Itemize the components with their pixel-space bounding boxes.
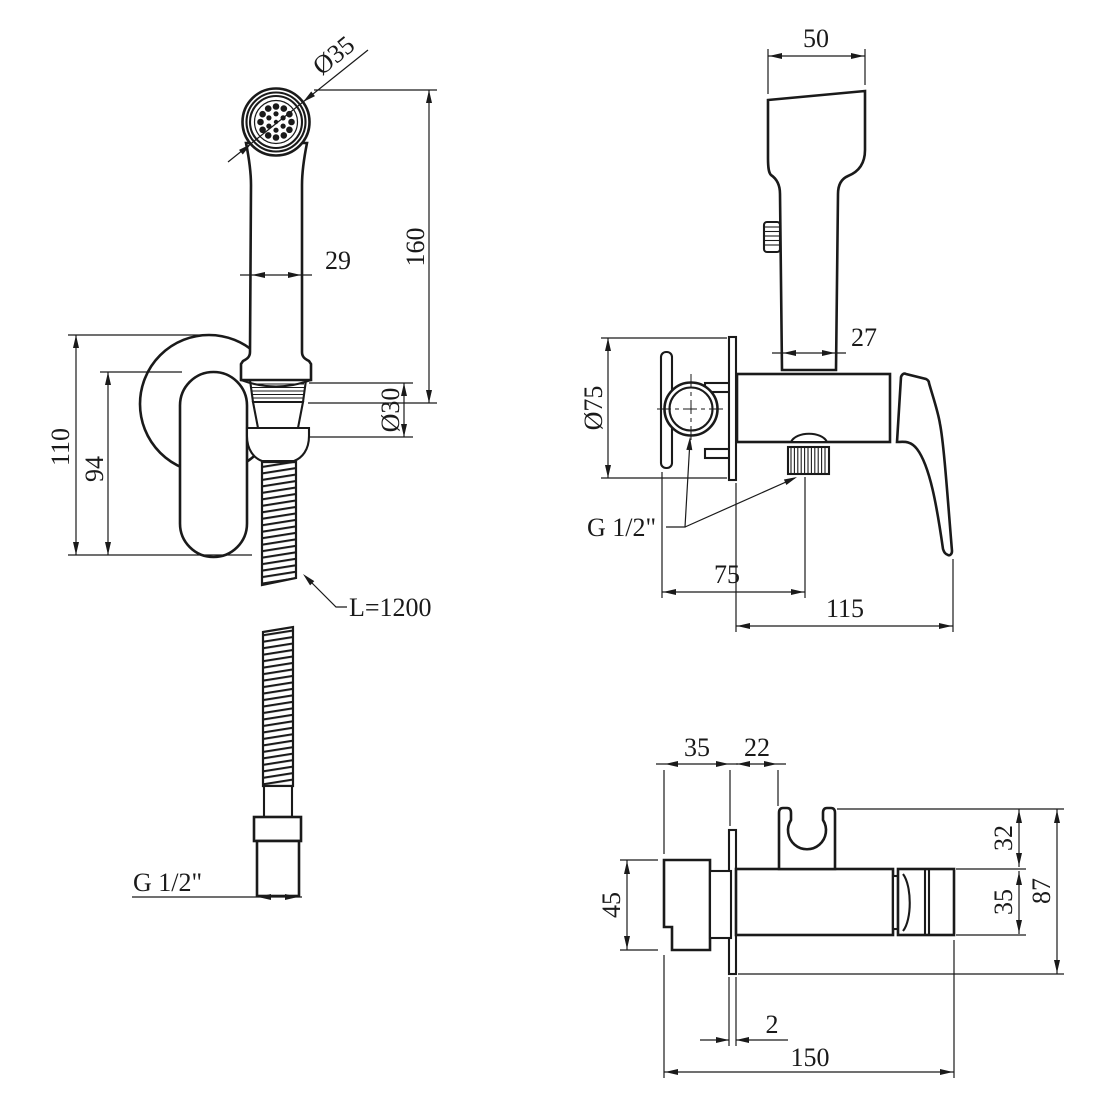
dim-label: G 1/2" xyxy=(133,868,202,897)
dim-plate-thickness: 2 xyxy=(700,977,788,1046)
sprayer-button-knurl xyxy=(765,226,779,246)
hose-thread-tube xyxy=(255,839,301,898)
dim-plate-gap: 22 xyxy=(736,733,786,806)
dim-label: G 1/2" xyxy=(587,513,656,542)
lever-arc-top xyxy=(902,873,911,932)
dim-mixer-depth: 115 xyxy=(735,483,954,632)
dim-label: Ø30 xyxy=(376,388,405,433)
dim-body-depth: 35 xyxy=(989,871,1022,934)
hose-nut-knurl xyxy=(252,383,304,399)
mixer-top-view: 35 22 45 32 xyxy=(597,733,1064,1078)
dim-grip-width-front: 27 xyxy=(772,323,877,356)
sprayer-front-profile xyxy=(766,89,867,372)
handle-bottom-arc xyxy=(240,379,312,388)
dim-sprayer-length: 160 xyxy=(308,89,437,404)
dim-label: Ø75 xyxy=(579,386,608,431)
holder-fork-top xyxy=(777,806,837,871)
sprayer-handle-side xyxy=(239,141,313,382)
dim-handle-height: 45 xyxy=(597,859,658,951)
outlet-dome xyxy=(789,432,829,444)
dim-label: 45 xyxy=(597,892,626,918)
holder-cup-cone xyxy=(251,400,305,430)
dim-label: 32 xyxy=(989,825,1018,851)
dim-label: 150 xyxy=(791,1043,830,1072)
dim-grip-width: 29 xyxy=(240,246,351,278)
dim-label: 110 xyxy=(46,428,75,466)
dim-label: 27 xyxy=(851,323,877,352)
sprayer-holder-side-view: Ø35 160 29 110 xyxy=(46,30,437,622)
dim-label: 35 xyxy=(989,889,1018,915)
dim-holder-depth: 32 xyxy=(989,809,1022,867)
mixer-lever-front xyxy=(895,372,954,557)
handle-top-view xyxy=(662,858,712,952)
mixer-body-top xyxy=(734,867,895,937)
dim-mixer-thread: G 1/2" xyxy=(587,436,799,542)
nozzle-dots xyxy=(257,103,295,141)
dim-handle-offset: 35 xyxy=(656,733,738,854)
dim-label: 87 xyxy=(1027,878,1056,904)
dim-label: 29 xyxy=(325,246,351,275)
dim-label: 160 xyxy=(401,228,430,267)
sprayer-head xyxy=(241,87,311,157)
dim-label: 35 xyxy=(684,733,710,762)
dim-total-depth: 87 xyxy=(1027,809,1060,974)
dim-hose-thread: G 1/2" xyxy=(132,868,302,900)
hose-sleeve xyxy=(262,784,294,819)
dim-label: 22 xyxy=(744,733,770,762)
mixer-body-front xyxy=(735,372,892,444)
wall-plate-edge xyxy=(727,335,738,482)
bracket-arm-bottom xyxy=(703,447,733,460)
shower-hose-lower xyxy=(261,625,295,788)
mixer-front-view: 50 27 Ø75 G 1/2" xyxy=(579,24,954,632)
dim-head-width: 50 xyxy=(767,24,866,94)
dim-label: 115 xyxy=(826,594,864,623)
hose-connector-nut xyxy=(252,815,303,843)
handle-stem xyxy=(708,869,733,940)
holder-cup-lip xyxy=(245,426,311,463)
hose-end-view: G 1/2" xyxy=(132,625,303,900)
dim-escutcheon-diameter: Ø75 xyxy=(579,337,727,479)
holder-arm xyxy=(178,370,249,559)
dim-total-length: 150 xyxy=(663,940,955,1078)
dim-label: 2 xyxy=(766,1010,779,1039)
shower-hose-upper xyxy=(260,460,298,587)
dim-label: L=1200 xyxy=(349,593,432,622)
dim-hose-length: L=1200 xyxy=(300,571,432,622)
dim-label: 94 xyxy=(80,456,109,482)
dim-label: 50 xyxy=(803,24,829,53)
dim-holder-height: 94 xyxy=(80,371,182,555)
outlet-thread-knurl xyxy=(790,448,826,473)
dim-mount-height: 110 xyxy=(46,334,252,556)
dim-cup-diameter: Ø30 xyxy=(309,382,413,438)
